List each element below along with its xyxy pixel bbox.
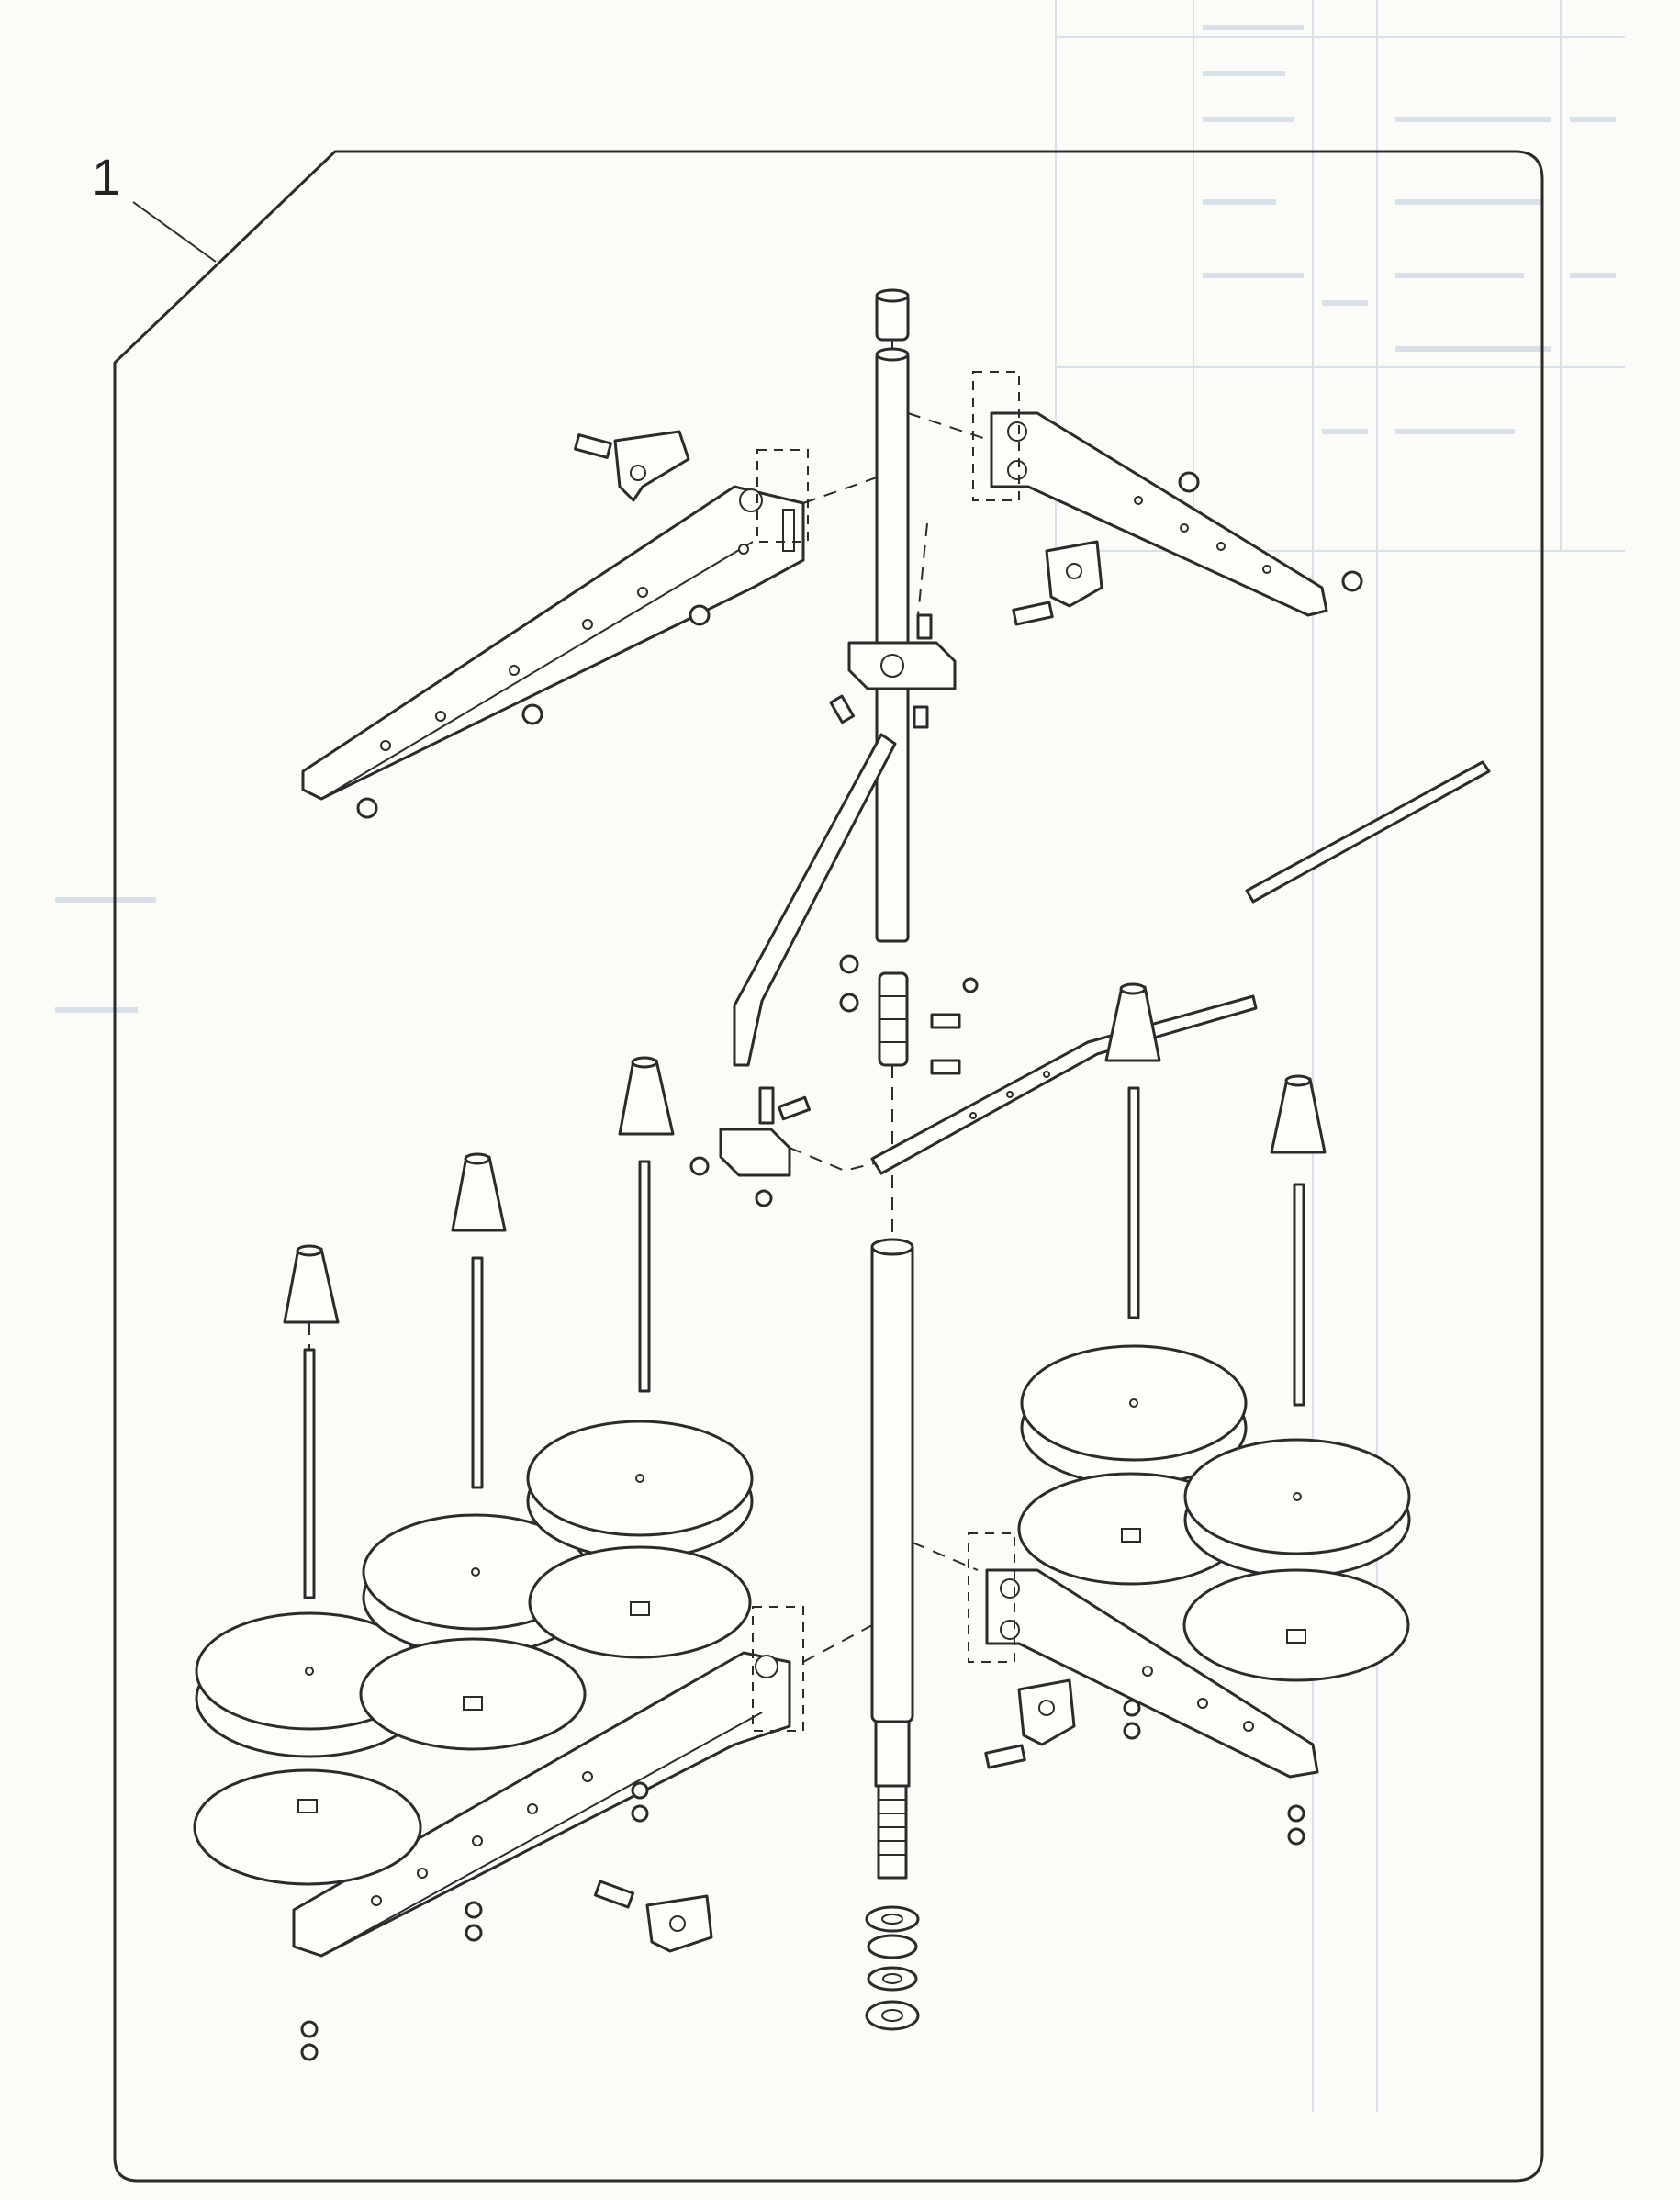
upper-pole-clamp — [829, 522, 957, 729]
loose-guide-rod — [1245, 760, 1491, 904]
spool-unit-e — [1182, 1074, 1411, 1846]
thread-guide-bar — [870, 994, 1258, 1175]
upper-left-arm — [301, 477, 878, 819]
pole-coupling — [839, 954, 979, 1075]
figure-border — [113, 150, 1544, 2183]
lower-right-bracket — [984, 1678, 1076, 1769]
callout-leader-line — [132, 201, 217, 263]
pole-base-washers — [865, 1905, 920, 2031]
lower-left-bracket — [593, 1880, 713, 1953]
lower-right-arm — [912, 1532, 1319, 1779]
upper-right-bracket — [1012, 540, 1103, 626]
upper-left-bracket — [574, 430, 809, 543]
callout-number: 1 — [92, 148, 121, 206]
lower-left-arm — [292, 1606, 873, 1958]
lower-pole — [870, 1238, 914, 1880]
diagonal-support-rod — [733, 733, 897, 1067]
upper-right-arm — [907, 371, 1363, 617]
spool-unit-c — [526, 1056, 754, 1823]
upper-pole — [875, 288, 910, 943]
rod-clamp-block — [689, 1086, 882, 1207]
